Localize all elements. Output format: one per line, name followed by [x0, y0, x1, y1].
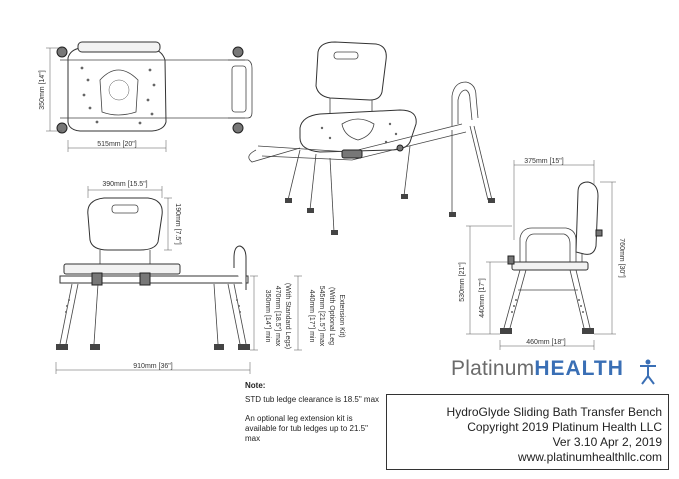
title-block: HydroGlyde Sliding Bath Transfer Bench C…: [386, 394, 669, 470]
platinum-health-logo: PlatinumHEALTH: [451, 357, 624, 381]
dim-side-top-width: 375mm [15"]: [524, 158, 564, 165]
iso-view: [248, 41, 495, 235]
dim-top-depth: 350mm [14"]: [39, 70, 46, 110]
dim-front-std-legs: 350mm [14"] min: [264, 290, 271, 343]
dim-front-backrest-height: 190mm [7.5"]: [174, 203, 181, 244]
note-line-2: An optional leg extension kit is availab…: [245, 414, 368, 443]
top-view: 350mm [14"] 515mm [20"]: [39, 41, 253, 152]
dim-side-total-height: 760mm [30"]: [618, 238, 625, 278]
dim-top-width: 515mm [20"]: [97, 141, 137, 148]
dim-side-base-width: 460mm [18"]: [526, 339, 566, 346]
dim-front-opt-legs-note2: Extension Kit): [338, 294, 345, 337]
dim-front-backrest-width: 390mm [15.5"]: [102, 181, 147, 188]
title-product: HydroGlyde Sliding Bath Transfer Bench: [446, 405, 662, 419]
side-view: 375mm [15"] 530mm [21"] 440mm [17"] 760m…: [459, 158, 625, 350]
title-version: Ver 3.10 Apr 2, 2019: [552, 435, 662, 449]
dim-front-total-width: 910mm [36"]: [133, 363, 173, 370]
dim-front-opt-legs-max: 545mm [21.5"] max: [318, 286, 325, 347]
note-heading: Note:: [245, 381, 266, 390]
dim-front-opt-legs-note1: (With Optional Leg: [328, 287, 335, 345]
dim-side-seat-low: 440mm [17"]: [479, 278, 486, 318]
logo-word-health: HEALTH: [534, 357, 624, 380]
dim-std-min: 350mm [14"] min: [264, 290, 271, 343]
title-copyright: Copyright 2019 Platinum Health LLC: [467, 420, 662, 434]
dim-front-opt-legs-min: 440mm [17"] min: [308, 290, 315, 343]
front-view: 390mm [15.5"] 190mm [7.5"] 350mm [14"] m…: [55, 181, 345, 374]
dim-side-seat-height: 530mm [21"]: [459, 262, 466, 302]
note-line-1: STD tub ledge clearance is 18.5" max: [245, 395, 380, 404]
logo-person-icon: [640, 359, 656, 385]
note-block: Note: STD tub ledge clearance is 18.5" m…: [245, 381, 385, 453]
dim-front-std-legs-note: (With Standard Legs): [284, 283, 291, 349]
dim-front-std-legs-max: 470mm [18.5"] max: [274, 286, 281, 347]
title-website: www.platinumhealthllc.com: [517, 450, 662, 464]
logo-word-platinum: Platinum: [451, 357, 535, 380]
